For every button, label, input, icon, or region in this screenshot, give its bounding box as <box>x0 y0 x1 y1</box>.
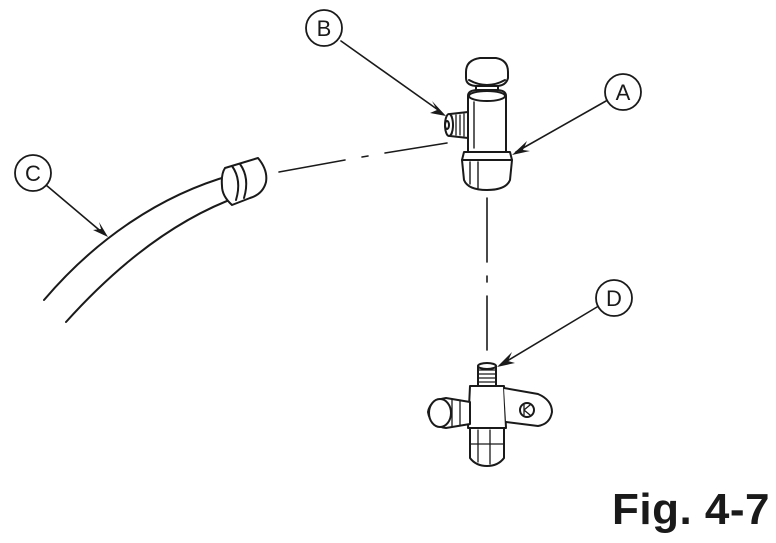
arrowhead-b <box>430 101 446 116</box>
arrowhead-d <box>497 352 515 367</box>
centerline-hose-b <box>278 142 448 173</box>
callout-circle-c <box>14 154 52 192</box>
leader-b <box>340 40 442 113</box>
hose-c <box>43 157 268 323</box>
callout-letter-c: C <box>25 161 41 186</box>
arrowhead-a <box>512 141 530 155</box>
service-valve-mark <box>519 402 535 418</box>
valve-a-collar <box>461 151 513 161</box>
service-valve-d <box>427 362 553 467</box>
callout-letter-b: B <box>317 16 332 41</box>
callout-letter-d: D <box>606 286 622 311</box>
leader-lines <box>45 40 607 365</box>
callout-circle-b <box>305 9 343 47</box>
leader-a <box>515 100 607 153</box>
callout-circle-d <box>595 279 633 317</box>
leader-c <box>45 184 105 235</box>
valve-a <box>444 57 513 191</box>
valve-a-nut <box>461 159 513 191</box>
figure-caption: Fig. 4-7 <box>611 485 770 534</box>
service-valve-bottom-nut <box>469 427 505 467</box>
arrowhead-c <box>93 222 108 237</box>
leader-d <box>501 306 598 365</box>
service-valve-body <box>467 385 507 429</box>
callout-circle-a <box>604 73 642 111</box>
hose-fitting <box>220 157 268 206</box>
callout-letter-a: A <box>616 80 631 105</box>
valve-a-knob <box>465 57 509 87</box>
